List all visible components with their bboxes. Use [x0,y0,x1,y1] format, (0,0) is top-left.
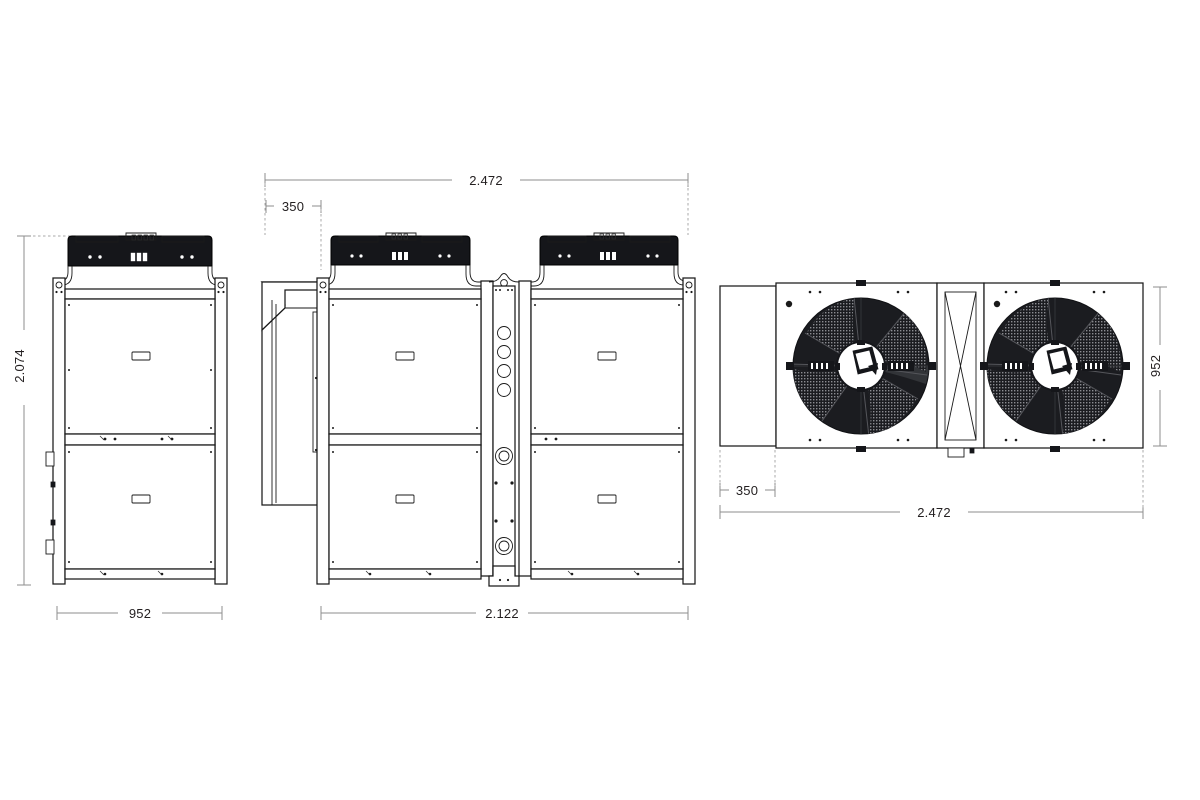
dimension-label-front-offset: 350 [282,199,304,214]
dimension-side-depth: 952 [56,606,223,621]
dimension-top-offset: 350 [719,450,776,498]
front-control-box [260,281,323,506]
top-control-box [719,285,777,447]
dimension-label-top-overall-width: 2.472 [917,505,951,520]
dimension-front-offset: 350 [265,199,322,270]
dimension-top-depth: 952 [1148,286,1167,447]
front-centre-column [488,273,520,587]
front-elevation-view: 2.472 350 2.122 [260,173,696,621]
top-plan-view: 952 350 2.472 [719,280,1167,520]
dimension-label-front-overall-width: 2.472 [469,173,503,188]
dimension-front-overall-width: 2.472 [264,173,689,235]
dimension-side-height: 2.074 [12,235,70,586]
side-cabinet-body [45,232,228,585]
side-elevation-view: 2.074 952 [12,232,228,621]
dimension-label-front-body-width: 2.122 [485,606,519,621]
dimension-top-overall-width: 2.472 [719,450,1144,520]
top-fan-bay-right [980,280,1144,452]
top-fan-bay-left [775,280,938,452]
dimension-label-top-offset: 350 [736,483,758,498]
dimension-label-top-depth: 952 [1148,355,1163,377]
dimension-front-body-width: 2.122 [320,606,689,621]
front-module-right [518,232,696,585]
front-module-left [316,232,494,585]
top-centre-grille [936,282,985,458]
dimension-label-side-depth: 952 [129,606,151,621]
dimension-label-side-height: 2.074 [12,349,27,383]
